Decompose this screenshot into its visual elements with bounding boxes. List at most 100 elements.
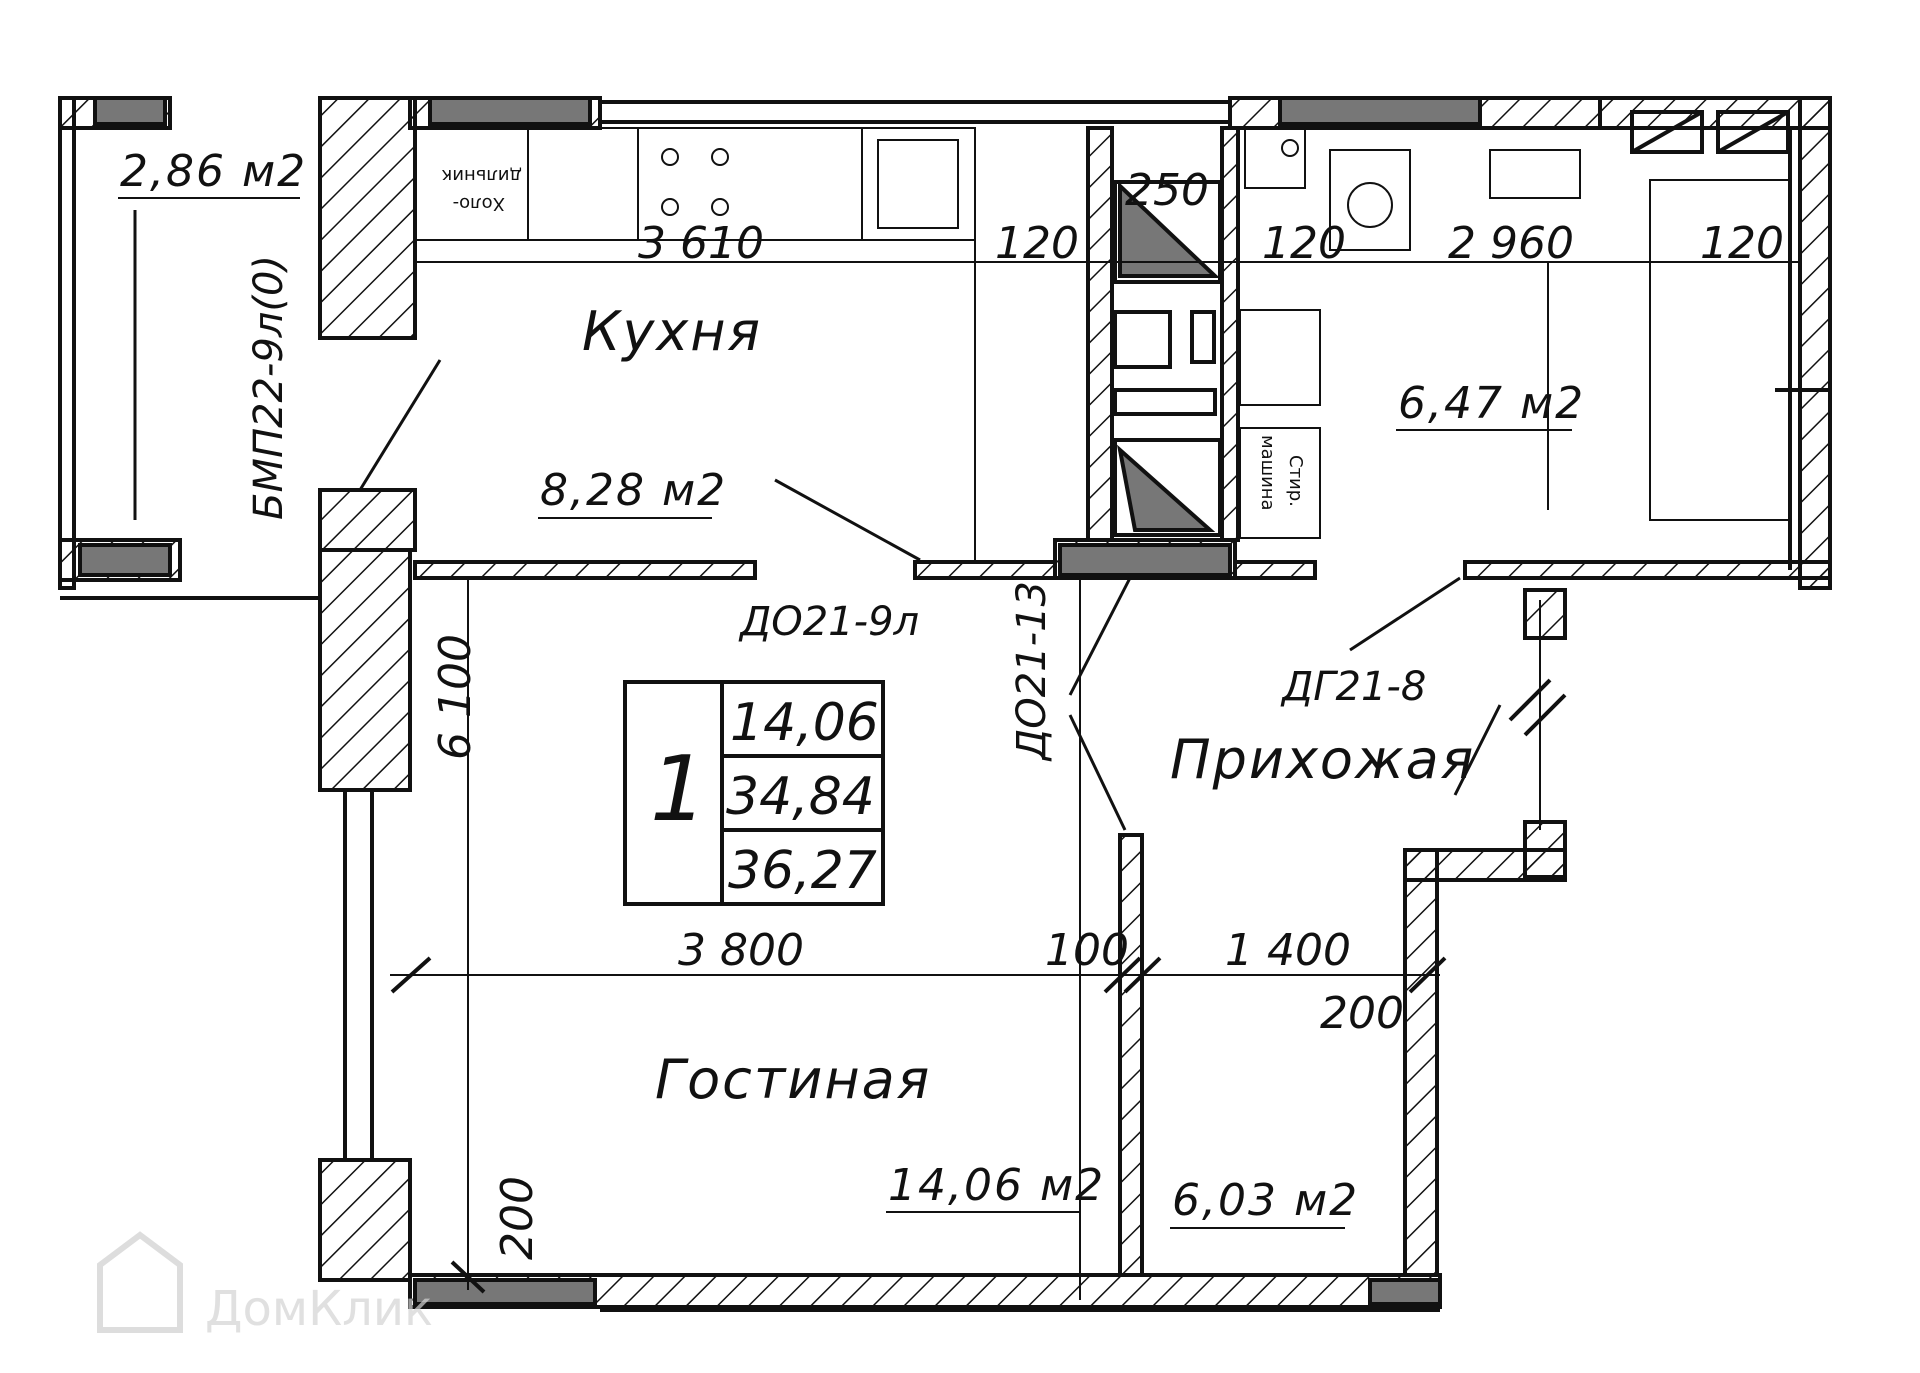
dim-vert-right-tick — [1508, 678, 1552, 722]
burner-2 — [711, 148, 729, 166]
living-door-swing-1 — [1068, 577, 1132, 696]
kitchen-name: Кухня — [582, 300, 762, 363]
top-wall-kitchen-dark — [428, 96, 592, 126]
summary-frame — [623, 680, 885, 906]
shaft-left-wall — [1086, 126, 1114, 542]
duct-4 — [1113, 388, 1217, 416]
living-door-label: ДО21-13 — [1009, 581, 1055, 762]
fridge-label-1: Холо- — [453, 193, 505, 214]
duct-2 — [1113, 310, 1172, 369]
toilet — [1329, 149, 1411, 251]
duct-1-fill — [1118, 181, 1221, 278]
summary-total-balcony: 36,27 — [728, 841, 877, 901]
living-left-wall-low — [318, 1158, 412, 1282]
dim-living-depth: 6 100 — [430, 634, 481, 760]
balcony-bottom-dark — [78, 543, 172, 577]
dim-bath-width: 2 960 — [1448, 218, 1574, 269]
kitchen-door-label: ДО21-9л — [738, 599, 919, 645]
shower-tray — [1239, 309, 1321, 406]
vent-grille-1 — [1630, 110, 1704, 154]
bottom-wall-dark-left — [413, 1278, 597, 1306]
closet-area: 6,03 м2 — [1172, 1175, 1359, 1226]
duct-3 — [1190, 310, 1216, 364]
dim-living-width: 3 800 — [678, 925, 804, 976]
dim-kitchen-width: 3 610 — [638, 218, 764, 269]
balcony-door-swing — [358, 359, 442, 491]
living-area: 14,06 м2 — [888, 1160, 1105, 1211]
hall-door-swing — [1453, 704, 1502, 796]
bath-area: 6,47 м2 — [1398, 378, 1585, 429]
dim-vert-right-tick-2 — [1523, 693, 1567, 737]
living-name: Гостиная — [655, 1048, 931, 1111]
bath-bottom-wall — [1463, 560, 1832, 580]
dimension-lines — [390, 261, 1800, 1300]
right-wall — [1798, 96, 1832, 590]
hall-name: Прихожая — [1170, 728, 1475, 791]
dim-outer-wall: 200 — [492, 1176, 543, 1260]
dim-wall-1: 120 — [995, 218, 1079, 269]
bottom-wall-dark-right — [1368, 1278, 1442, 1306]
kitchen-living-wall-2 — [913, 560, 1057, 580]
balcony-area: 2,86 м2 — [120, 146, 307, 197]
shaft-base-dark — [1058, 543, 1232, 577]
bath-door-swing — [1349, 576, 1461, 652]
dim-mid-tick-2 — [1103, 956, 1142, 994]
bath-cabinet — [1489, 149, 1581, 199]
top-wall-dark-left — [93, 96, 167, 126]
watermark: ДомКлик — [97, 1231, 433, 1337]
duct-5-fill — [1116, 444, 1216, 532]
toilet-bowl — [1347, 182, 1393, 228]
dim-wall-3: 120 — [1700, 218, 1784, 269]
dim-mid-tick-3 — [1123, 956, 1162, 994]
rooms-count: 1 — [650, 737, 707, 842]
living-door-swing-2 — [1068, 714, 1127, 831]
vent-grille-2 — [1716, 110, 1790, 154]
kitchen-living-wall-1 — [413, 560, 757, 580]
dim-partition: 100 — [1045, 925, 1129, 976]
dim-closet-wall: 200 — [1320, 988, 1404, 1039]
summary-living-area: 14,06 — [730, 693, 879, 753]
dim-mid-tick-4 — [1408, 956, 1447, 994]
summary-table: 1 14,06 34,84 36,27 — [623, 680, 885, 906]
stove-mark: 250 — [1125, 165, 1209, 216]
bath-door-label: ДГ21-8 — [1280, 664, 1426, 710]
kitchen-balcony-wall-mid — [318, 488, 417, 552]
living-left-wall — [318, 548, 412, 792]
door-swings — [358, 359, 1502, 831]
watermark-text: ДомКлик — [205, 1281, 433, 1337]
bath-sink — [1244, 127, 1306, 189]
washer-label-1: Стир. — [1285, 455, 1306, 507]
kitchen-balcony-wall-top — [318, 96, 417, 340]
washer-label-2: машина — [1257, 435, 1278, 511]
summary-total-area: 34,84 — [726, 767, 875, 827]
top-wall-bath-dark — [1278, 96, 1482, 126]
hall-column-2 — [1523, 588, 1567, 640]
living-closet-wall — [1118, 833, 1144, 1277]
balcony-outer-left — [58, 96, 76, 590]
dim-bottom-tick — [450, 1260, 486, 1294]
hall-wall-1 — [1233, 560, 1317, 580]
home-icon — [97, 1231, 183, 1333]
walls — [58, 96, 1832, 1312]
fixtures — [414, 110, 1830, 560]
bath-sink-drain — [1281, 139, 1299, 157]
dim-wall-2: 120 — [1262, 218, 1346, 269]
dim-closet-width: 1 400 — [1225, 925, 1351, 976]
dim-mid-tick-1 — [390, 956, 432, 994]
closet-right-wall — [1403, 848, 1439, 1277]
hall-column — [1523, 820, 1567, 879]
fridge-label-2: дильник — [441, 165, 522, 186]
kitchen-door-swing — [774, 478, 921, 562]
vent-grille-2-diag — [1717, 110, 1789, 154]
burner-4 — [711, 198, 729, 216]
burner-1 — [661, 148, 679, 166]
bathtub — [1649, 179, 1791, 521]
washer — [1239, 427, 1321, 539]
vent-grille-1-diag — [1631, 110, 1703, 154]
sink — [877, 139, 959, 229]
kitchen-area: 8,28 м2 — [540, 465, 727, 516]
shaft-right-wall — [1220, 126, 1240, 542]
balcony-door-label: БМП22-9л(0) — [246, 255, 292, 520]
burner-3 — [661, 198, 679, 216]
